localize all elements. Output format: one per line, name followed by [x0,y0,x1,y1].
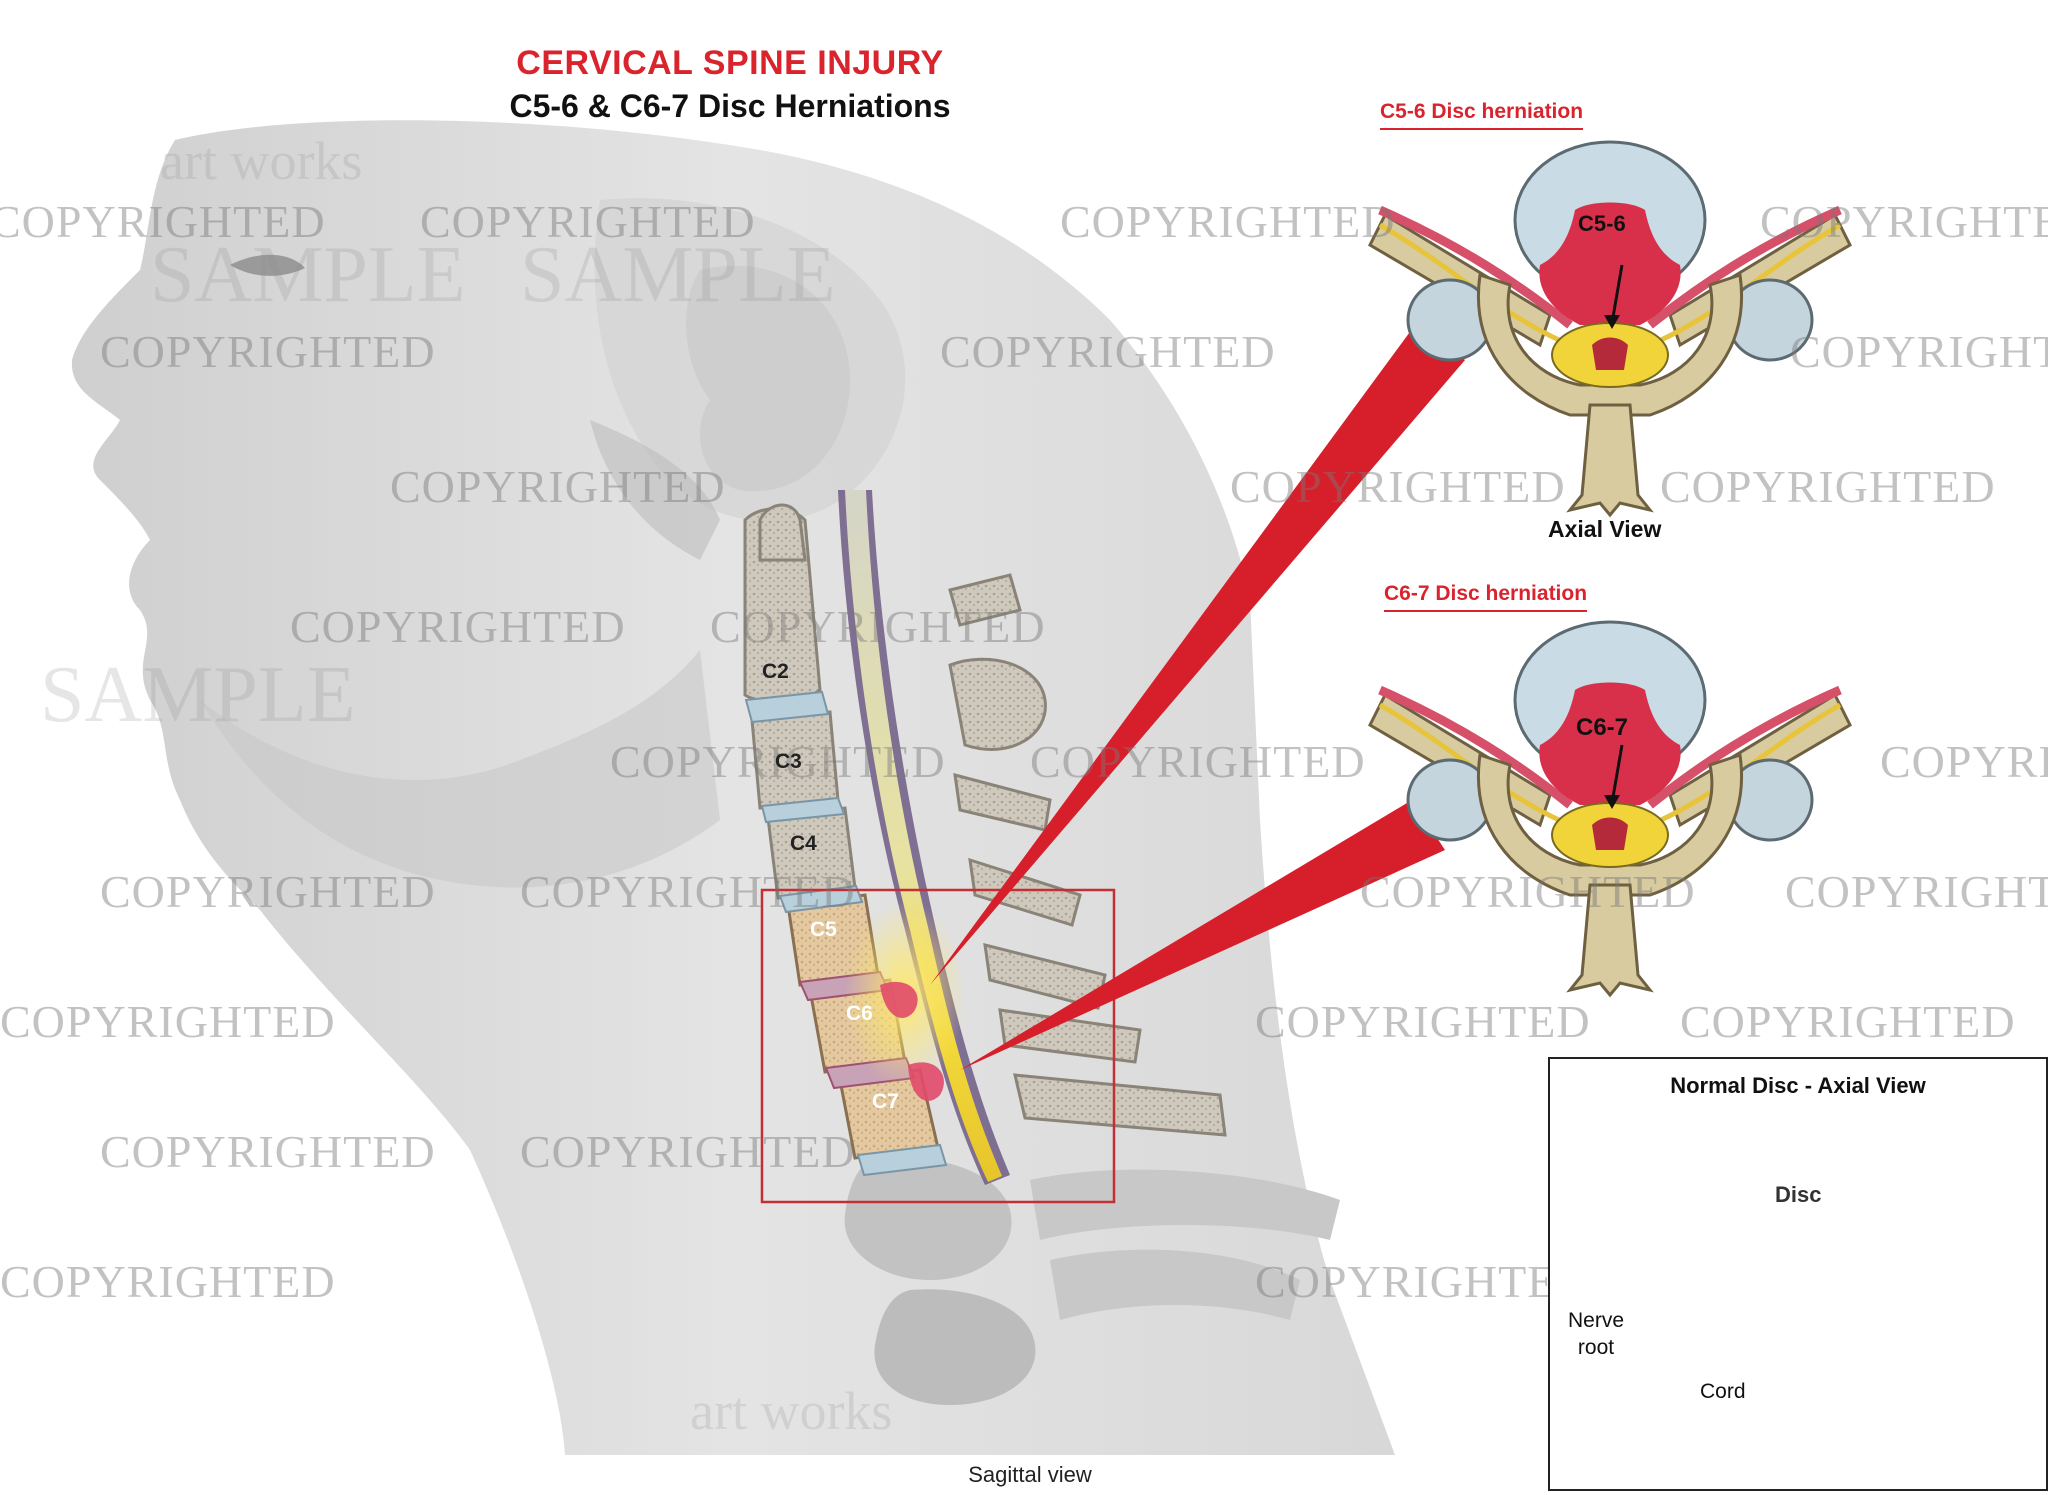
disc-label-c5-6: C5-6 [1578,211,1626,236]
page-title: CERVICAL SPINE INJURY [516,44,944,82]
axial-view-c5-6 [1368,140,1852,518]
normal-disc-panel: Normal Disc - Axial View [1548,1057,2048,1491]
vertebra-label-c7: C7 [872,1090,899,1113]
normal-disc-title: Normal Disc - Axial View [1670,1073,1926,1098]
lower-spine-ghost [844,1157,1340,1405]
axial-view-c6-7 [1368,620,1852,998]
axial-heading-c5-6: C5-6 Disc herniation [1380,100,1583,130]
zoom-box [760,888,1116,1204]
nerve-root-label: Nerve root [1567,1309,1625,1359]
vertebra-label-c2: C2 [762,660,789,683]
vertebra-label-c5: C5 [810,918,837,941]
vertebra-label-c6: C6 [846,1002,873,1025]
spinous-processes [948,573,1227,1137]
sagittal-caption: Sagittal view [968,1462,1092,1487]
callout-wedge-c5-6 [930,325,1465,985]
vertebra-label-c4: C4 [790,832,817,855]
spinal-cord-sagittal [838,490,1010,1185]
vertebra-label-c3: C3 [775,750,802,773]
axial-heading-c6-7: C6-7 Disc herniation [1384,582,1587,612]
disc-label-normal: Disc [1775,1182,1822,1207]
disc-label-c6-7: C6-7 [1576,714,1629,741]
page-subtitle: C5-6 & C6-7 Disc Herniations [509,88,951,124]
axial-view-caption: Axial View [1548,516,1662,542]
cord-label: Cord [1700,1380,1746,1403]
callout-wedge-c6-7 [960,800,1445,1070]
